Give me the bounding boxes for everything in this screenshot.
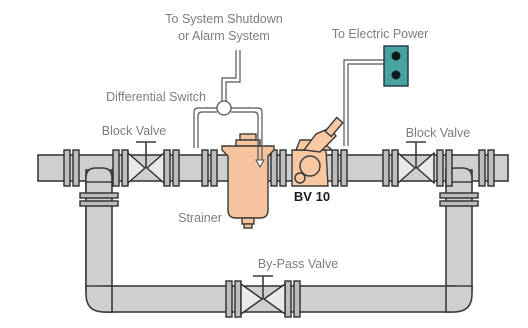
strainer bbox=[221, 133, 275, 229]
bv10-valve bbox=[291, 116, 344, 187]
electric-power bbox=[343, 45, 409, 146]
block-valve-right-label: Block Valve bbox=[406, 126, 470, 140]
differential-switch-label: Differential Switch bbox=[106, 90, 206, 104]
main-flanges bbox=[63, 149, 495, 187]
shutdown-label-line1: To System Shutdown bbox=[165, 12, 282, 26]
block-valve-left bbox=[127, 141, 165, 185]
bypass-flanges bbox=[79, 192, 479, 318]
shutdown-label-line2: or Alarm System bbox=[178, 29, 270, 43]
strainer-label: Strainer bbox=[178, 211, 222, 225]
electric-power-label: To Electric Power bbox=[332, 27, 429, 41]
block-valve-left-label: Block Valve bbox=[102, 124, 166, 138]
differential-switch bbox=[193, 50, 265, 169]
bypass-valve bbox=[240, 275, 286, 316]
bv10-label: BV 10 bbox=[294, 189, 330, 204]
bypass-valve-label: By-Pass Valve bbox=[258, 257, 338, 271]
block-valve-right bbox=[397, 141, 435, 185]
